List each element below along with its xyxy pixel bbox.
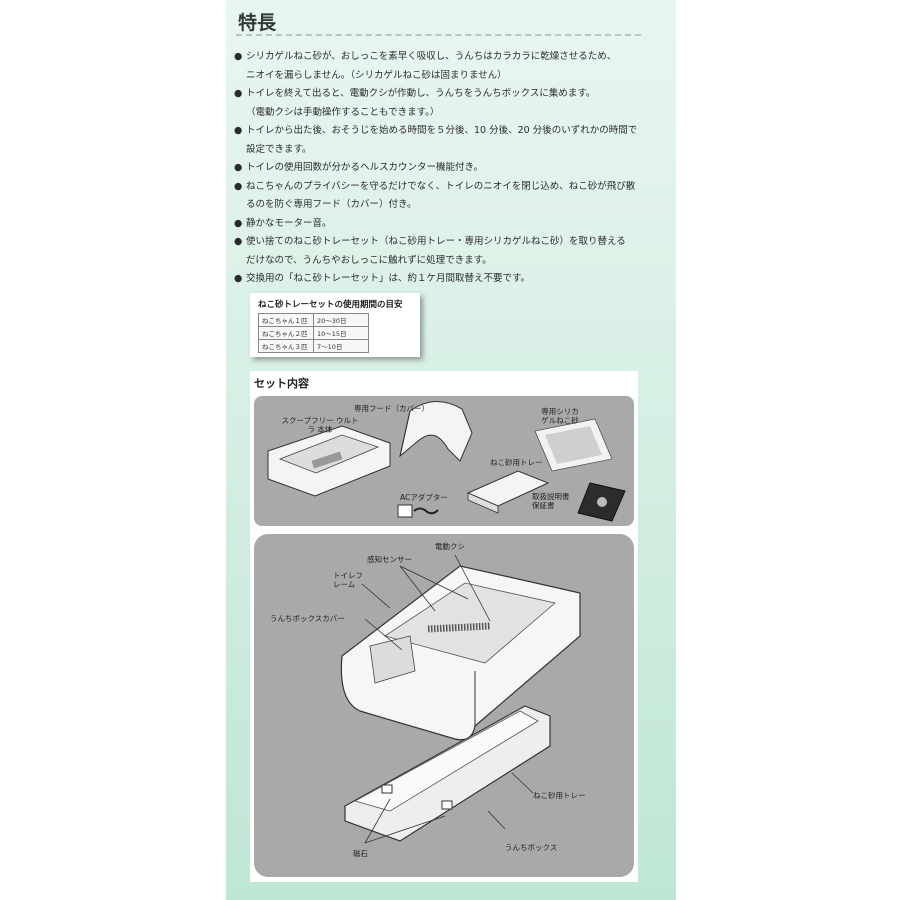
usage-table-title: ねこ砂トレーセットの使用期間の目安 <box>258 300 403 310</box>
page-title: 特長 <box>238 12 277 34</box>
leader-lines <box>361 554 534 844</box>
hood-illustration <box>399 401 473 462</box>
label-tray: ねこ砂用トレー <box>490 458 543 467</box>
set-contents-figure: セット内容 スクープフリー ウルト ラ 本体 専用フード（カバー） 専用シリカ … <box>250 371 638 882</box>
bullet-icon: ● <box>234 273 243 284</box>
list-item: ●トイレの使用回数が分かるヘルスカウンター機能付き。 <box>234 159 664 178</box>
feature-text: 交換用の「ねこ砂トレーセット」は、約１ケ月間取替え不要です。 <box>246 273 531 284</box>
product-illustration <box>254 396 634 877</box>
label-main-unit: スクープフリー ウルト ラ 本体 <box>281 416 359 434</box>
bullet-icon: ● <box>234 162 243 173</box>
list-item: ●交換用の「ねこ砂トレーセット」は、約１ケ月間取替え不要です。 <box>234 270 664 289</box>
feature-text: ねこちゃんのプライバシーを守るだけでなく、トイレのニオイを閉じ込め、ねこ砂が飛び… <box>246 180 636 211</box>
feature-text: トイレから出た後、おそうじを始める時間を５分後、10 分後、20 分後のいずれか… <box>246 125 638 155</box>
label-manual: 取扱説明書 保証書 <box>532 492 570 510</box>
label-waste-box: うんちボックス <box>505 843 558 852</box>
list-item: ●使い捨てのねこ砂トレーセット（ねこ砂用トレー・専用シリカゲルねこ砂）を取り替え… <box>234 233 664 270</box>
feature-text: シリカゲルねこ砂が、おしっこを素早く吸収し、うんちはカラカラに乾燥させるため、 … <box>246 51 617 81</box>
litter-bag-illustration <box>534 418 613 472</box>
diagram-main-unit <box>340 565 581 741</box>
set-contents-title: セット内容 <box>254 377 309 390</box>
title-divider <box>236 34 641 36</box>
bullet-icon: ● <box>234 180 243 192</box>
label-magnet: 磁石 <box>353 849 368 858</box>
tray-illustration <box>466 470 550 514</box>
feature-text: トイレの使用回数が分かるヘルスカウンター機能付き。 <box>246 162 484 173</box>
bullet-icon: ● <box>234 217 243 229</box>
table-cell: 10〜15日 <box>313 326 369 340</box>
feature-panel: 特長 ●シリカゲルねこ砂が、おしっこを素早く吸収し、うんちはカラカラに乾燥させる… <box>226 0 676 900</box>
label-box-cover: うんちボックスカバー <box>270 614 345 623</box>
feature-list: ●シリカゲルねこ砂が、おしっこを素早く吸収し、うんちはカラカラに乾燥させるため、… <box>234 48 664 289</box>
feature-text: 使い捨てのねこ砂トレーセット（ねこ砂用トレー・専用シリカゲルねこ砂）を取り替える… <box>246 236 626 266</box>
label-rake: 電動クシ <box>435 542 465 551</box>
feature-text: 静かなモーター音。 <box>246 217 332 229</box>
main-unit-illustration <box>267 425 391 497</box>
label-hood: 専用フード（カバー） <box>354 404 429 413</box>
label-adapter: ACアダプター <box>400 493 448 502</box>
manual-illustration <box>577 482 626 522</box>
bullet-icon: ● <box>234 125 243 136</box>
label-litter-tray: ねこ砂用トレー <box>533 791 586 800</box>
adapter-illustration <box>397 504 439 518</box>
list-item: ●ねこちゃんのプライバシーを守るだけでなく、トイレのニオイを閉じ込め、ねこ砂が飛… <box>234 178 664 215</box>
label-litter: 専用シリカ ゲルねこ砂 <box>541 407 579 425</box>
feature-text: トイレを終えて出ると、電動クシが作動し、うんちをうんちボックスに集めます。 （電… <box>246 88 596 118</box>
bullet-icon: ● <box>234 236 243 247</box>
table-cell: 20〜30日 <box>313 313 369 327</box>
label-sensor: 感知センサー <box>367 555 412 564</box>
table-cell: ねこちゃん３匹 <box>258 339 314 353</box>
bullet-icon: ● <box>234 51 243 62</box>
table-cell: ねこちゃん１匹 <box>258 313 314 327</box>
label-frame: トイレフ レーム <box>333 571 363 589</box>
table-cell: 7〜10日 <box>313 339 369 353</box>
list-item: ●トイレを終えて出ると、電動クシが作動し、うんちをうんちボックスに集めます。 （… <box>234 85 664 122</box>
list-item: ●シリカゲルねこ砂が、おしっこを素早く吸収し、うんちはカラカラに乾燥させるため、… <box>234 48 664 85</box>
diagram-tray <box>344 705 551 842</box>
table-cell: ねこちゃん２匹 <box>258 326 314 340</box>
bullet-icon: ● <box>234 88 243 99</box>
list-item: ●静かなモーター音。 <box>234 215 664 234</box>
list-item: ●トイレから出た後、おそうじを始める時間を５分後、10 分後、20 分後のいずれ… <box>234 122 664 159</box>
